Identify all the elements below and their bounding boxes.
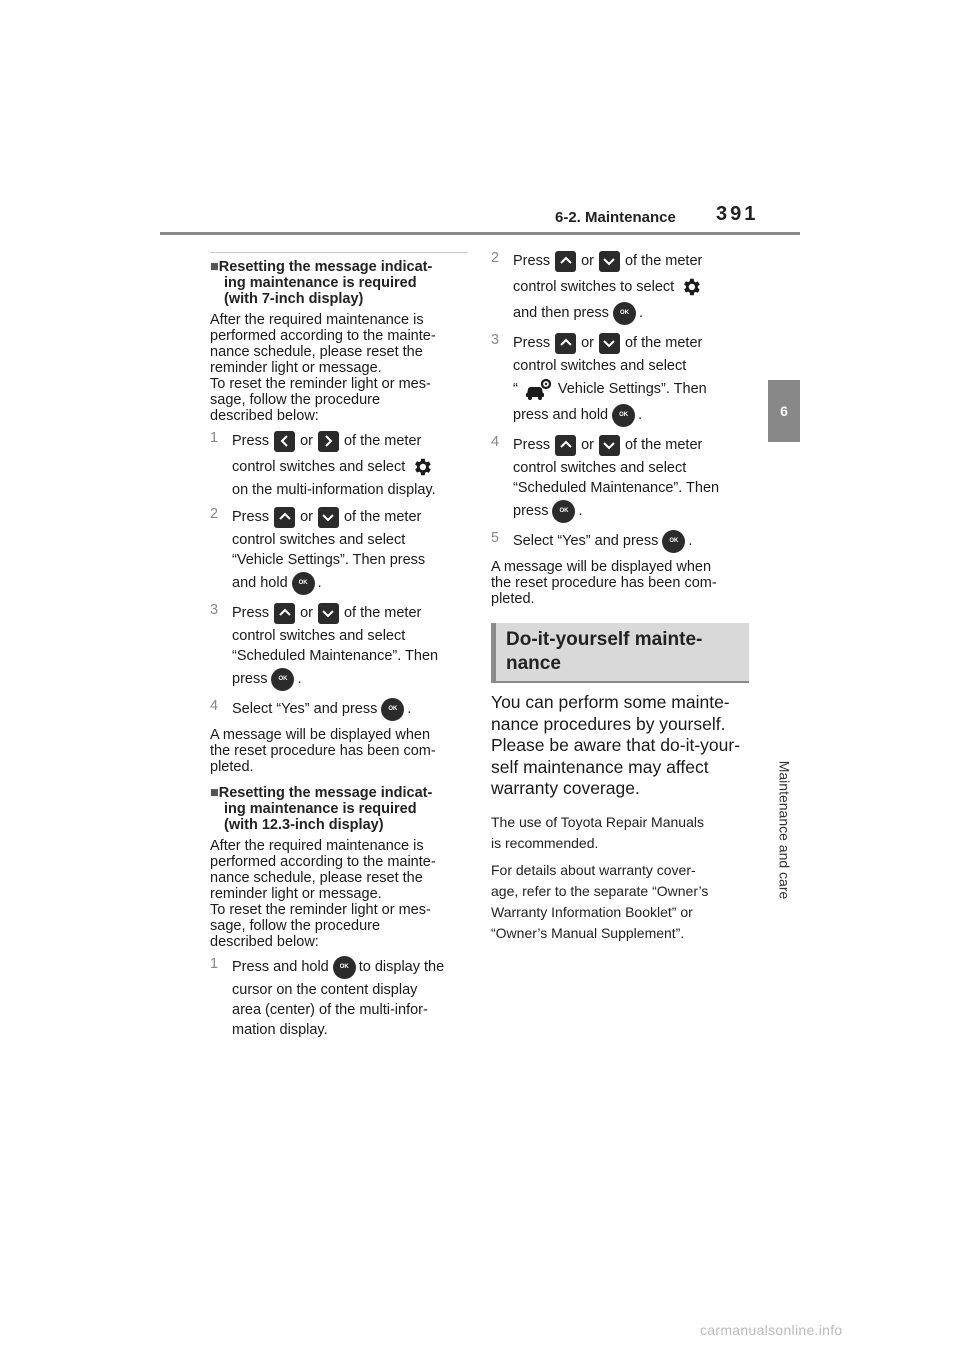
chapter-tab: 6 <box>768 380 800 442</box>
step-number: 5 <box>491 530 500 546</box>
section-divider <box>210 252 468 253</box>
step-1: 1 Press or of the meter control switches… <box>210 430 436 498</box>
step-4-12inch: 4 Press or of the meter control switches… <box>491 432 751 524</box>
step-number: 2 <box>210 506 219 522</box>
step-number: 3 <box>491 332 500 348</box>
step-number: 4 <box>491 434 500 450</box>
chevron-up-icon <box>555 250 577 272</box>
ok-button-icon: OK <box>381 697 405 721</box>
diy-warranty-paragraph: For details about warranty cover-age, re… <box>491 861 709 941</box>
step-4: 4 Select “Yes” and press OK. <box>210 696 470 722</box>
chevron-up-icon <box>274 602 296 624</box>
step-3: 3 Press or of the meter control switches… <box>210 600 470 692</box>
chevron-down-icon <box>317 506 339 528</box>
left-column: ■Resetting the message indicat- ing main… <box>210 252 470 1040</box>
step-number: 1 <box>210 956 219 972</box>
chevron-up-icon <box>555 332 577 354</box>
ok-button-icon: OK <box>612 301 636 325</box>
chapter-label: Maintenance and care <box>766 745 802 915</box>
chevron-down-icon <box>317 602 339 624</box>
section-title: 6-2. Maintenance <box>555 209 676 226</box>
vehicle-settings-icon <box>524 377 552 401</box>
chevron-up-icon <box>555 434 577 456</box>
page-number: 391 <box>716 203 759 225</box>
chevron-down-icon <box>598 434 620 456</box>
right-column: 2 Press or of the meter control switches… <box>491 248 751 944</box>
gear-icon <box>680 276 702 298</box>
chevron-down-icon <box>598 250 620 272</box>
ok-button-icon: OK <box>332 955 356 979</box>
step-number: 2 <box>491 250 500 266</box>
ok-button-icon: OK <box>662 529 686 553</box>
step-2: 2 Press or of the meter control switches… <box>210 504 470 596</box>
header-divider <box>160 232 800 235</box>
step-number: 3 <box>210 602 219 618</box>
watermark: carmanualsonline.info <box>700 1322 843 1338</box>
subheading-12inch: ■Resetting the message indicat- ing main… <box>210 785 433 833</box>
ok-button-icon: OK <box>291 571 315 595</box>
chevron-right-icon <box>317 430 339 452</box>
ok-button-icon: OK <box>612 403 636 427</box>
step-number: 1 <box>210 430 219 446</box>
diy-heading-rule <box>491 681 749 683</box>
step-5-12inch: 5 Select “Yes” and press OK. <box>491 528 751 554</box>
step-2-12inch: 2 Press or of the meter control switches… <box>491 248 751 326</box>
gear-icon <box>411 456 433 478</box>
diy-lead-paragraph: You can perform some mainte-nance proced… <box>491 692 741 798</box>
chevron-down-icon <box>598 332 620 354</box>
ok-button-icon: OK <box>552 499 576 523</box>
step-3-12inch: 3 Press or of the meter control switches… <box>491 330 751 428</box>
square-bullet: ■ <box>210 259 219 275</box>
diy-section-heading: Do-it-yourself mainte- nance <box>491 623 749 681</box>
ok-button-icon: OK <box>271 667 295 691</box>
square-bullet: ■ <box>210 785 219 801</box>
step-1-12inch: 1 Press and hold OK to display the curso… <box>210 955 445 1038</box>
chevron-left-icon <box>274 430 296 452</box>
chevron-up-icon <box>274 506 296 528</box>
subheading-7inch: ■Resetting the message indicat- ing main… <box>210 259 433 307</box>
chapter-label-text: Maintenance and care <box>776 760 793 900</box>
step-number: 4 <box>210 698 219 714</box>
